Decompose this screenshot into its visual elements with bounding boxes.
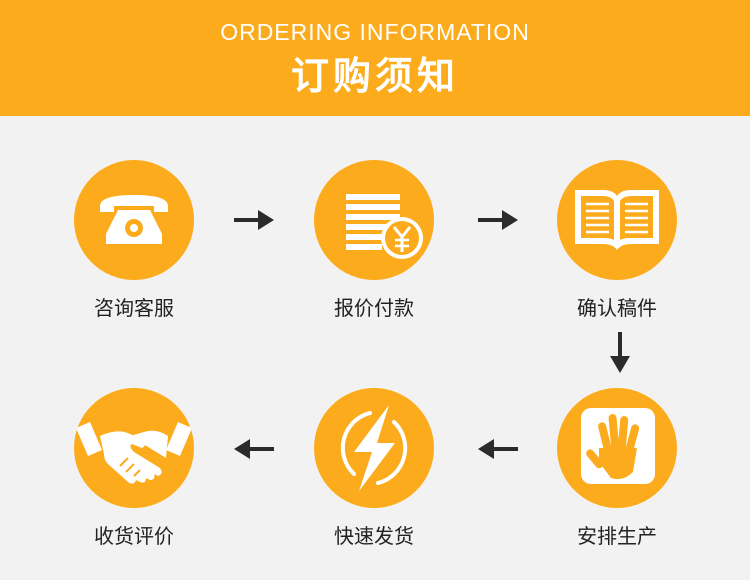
step-confirm-draft: 确认稿件 <box>537 160 697 320</box>
step-icon-circle <box>557 388 677 508</box>
step-label: 快速发货 <box>334 524 414 548</box>
hand-icon <box>581 408 655 484</box>
open-book-icon <box>575 190 659 250</box>
step-label: 咨询客服 <box>94 296 174 320</box>
step-icon-circle <box>74 160 194 280</box>
arrow-down-icon <box>610 332 630 373</box>
step-label: 报价付款 <box>334 296 414 320</box>
lightning-icon <box>340 405 408 491</box>
step-icon-circle <box>314 160 434 280</box>
arrow-right-icon <box>234 210 274 230</box>
price-document-yuan-icon <box>346 194 423 259</box>
step-icon-circle <box>314 388 434 508</box>
step-quote-payment: 报价付款 <box>294 160 454 320</box>
arrow-left-icon <box>234 439 274 459</box>
step-label: 收货评价 <box>94 524 174 548</box>
handshake-icon <box>76 422 192 484</box>
step-receipt-review: 收货评价 <box>54 388 214 548</box>
header-title-chinese: 订购须知 <box>290 54 459 98</box>
telephone-icon <box>100 195 168 244</box>
step-label: 安排生产 <box>577 524 657 548</box>
step-consult-service: 咨询客服 <box>54 160 214 320</box>
header-banner: ORDERING INFORMATION 订购须知 <box>0 0 750 116</box>
arrow-left-icon <box>478 439 518 459</box>
header-title-english: ORDERING INFORMATION <box>220 19 530 45</box>
step-icon-circle <box>74 388 194 508</box>
step-icon-circle <box>557 160 677 280</box>
step-fast-shipping: 快速发货 <box>294 388 454 548</box>
step-arrange-production: 安排生产 <box>537 388 697 548</box>
step-label: 确认稿件 <box>577 296 657 320</box>
arrow-right-icon <box>478 210 518 230</box>
